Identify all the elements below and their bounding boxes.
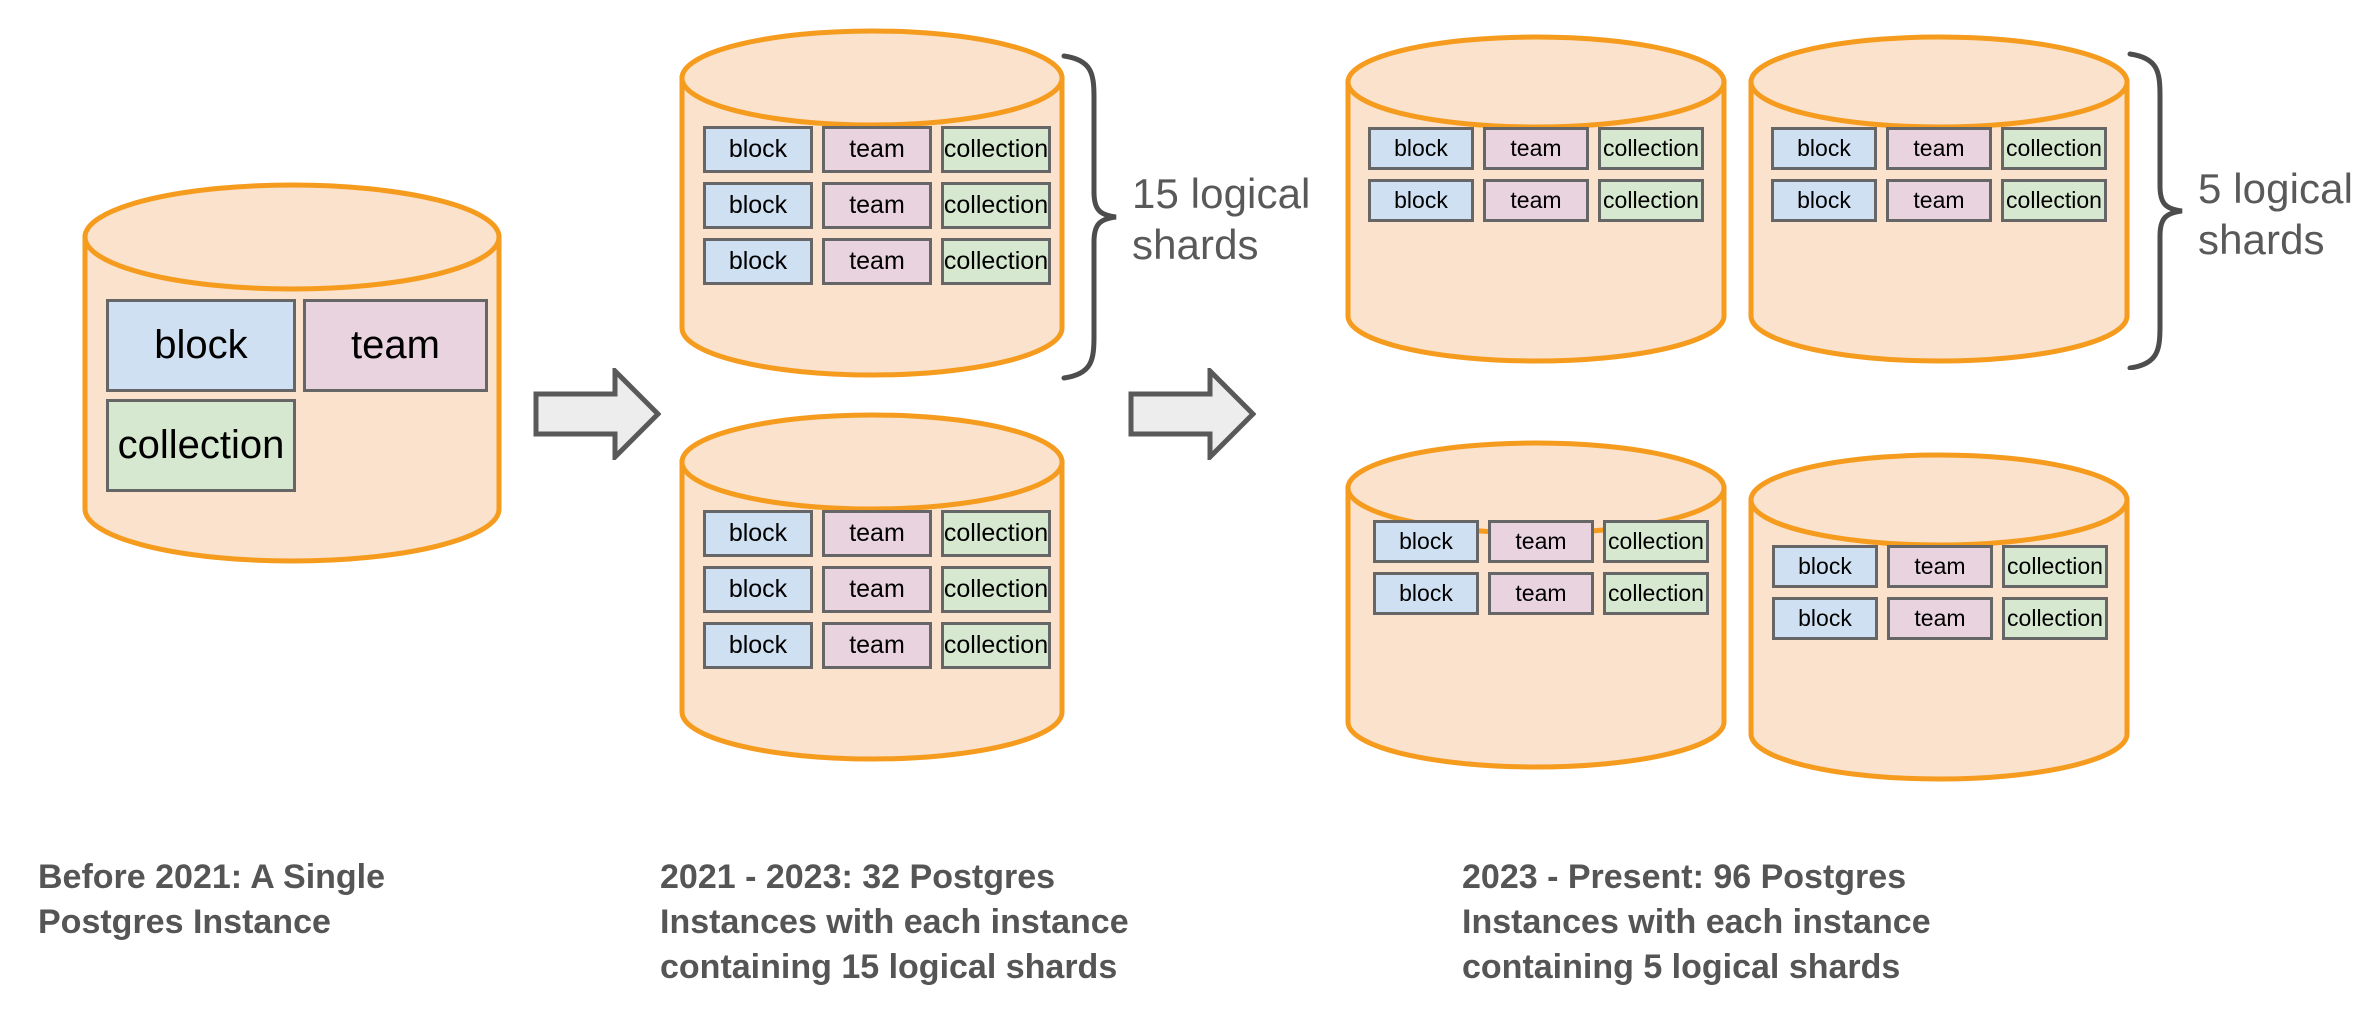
shard-box-block[interactable]: block bbox=[1368, 127, 1474, 170]
shard-grid: block team collection block team collect… bbox=[1373, 520, 1709, 615]
shard-box-team[interactable]: team bbox=[1483, 179, 1589, 222]
shard-box-team[interactable]: team bbox=[822, 238, 932, 285]
shard-box-team[interactable]: team bbox=[1887, 545, 1993, 588]
cylinder-2023-present-c: block team collection block team collect… bbox=[1345, 440, 1727, 770]
shard-box-team[interactable]: team bbox=[1488, 572, 1594, 615]
shard-box-collection[interactable]: collection bbox=[941, 126, 1051, 173]
cylinder-2023-present-a: block team collection block team collect… bbox=[1345, 34, 1727, 364]
shard-box-block[interactable]: block bbox=[1373, 572, 1479, 615]
shard-box-team[interactable]: team bbox=[822, 622, 932, 669]
shard-row: block team collection bbox=[703, 622, 1051, 669]
shard-box-team[interactable]: team bbox=[1886, 179, 1992, 222]
shard-box-collection[interactable]: collection bbox=[1598, 179, 1704, 222]
shard-box-collection[interactable]: collection bbox=[1598, 127, 1704, 170]
shard-box-block[interactable]: block bbox=[703, 238, 813, 285]
curly-brace-icon bbox=[2127, 51, 2183, 371]
shard-box-collection[interactable]: collection bbox=[106, 399, 296, 492]
shard-box-team[interactable]: team bbox=[1483, 127, 1589, 170]
shard-box-team[interactable]: team bbox=[303, 299, 488, 392]
shard-box-collection[interactable]: collection bbox=[941, 182, 1051, 229]
shard-box-collection[interactable]: collection bbox=[1603, 520, 1709, 563]
shard-box-team[interactable]: team bbox=[1887, 597, 1993, 640]
shard-box-block[interactable]: block bbox=[1772, 597, 1878, 640]
caption-2023-present: 2023 - Present: 96 Postgres Instances wi… bbox=[1462, 858, 1931, 987]
brace-15-shards bbox=[1058, 52, 1120, 382]
shard-box-collection[interactable]: collection bbox=[2002, 597, 2108, 640]
shard-box-team[interactable]: team bbox=[822, 510, 932, 557]
shard-box-team[interactable]: team bbox=[822, 566, 932, 613]
curly-brace-icon bbox=[1061, 53, 1117, 381]
shard-row: block team collection bbox=[1771, 127, 2107, 170]
shard-box-collection[interactable]: collection bbox=[2001, 127, 2107, 170]
shard-box-block[interactable]: block bbox=[1771, 127, 1877, 170]
shard-box-block[interactable]: block bbox=[1772, 545, 1878, 588]
shard-grid: block team collection block team collect… bbox=[703, 126, 1051, 285]
shard-grid: block team collection bbox=[106, 299, 488, 492]
shard-row: block team collection bbox=[1368, 127, 1704, 170]
shard-box-block[interactable]: block bbox=[1368, 179, 1474, 222]
shard-box-team[interactable]: team bbox=[1886, 127, 1992, 170]
shard-row: block team collection bbox=[1772, 597, 2108, 640]
shard-row: block team bbox=[106, 299, 488, 392]
shard-row: block team collection bbox=[703, 566, 1051, 613]
brace-label-15-shards: 15 logical shards bbox=[1132, 170, 1311, 269]
shard-box-collection[interactable]: collection bbox=[941, 238, 1051, 285]
shard-box-block[interactable]: block bbox=[106, 299, 296, 392]
shard-box-block[interactable]: block bbox=[1373, 520, 1479, 563]
shard-grid: block team collection block team collect… bbox=[703, 510, 1051, 669]
shard-row: collection bbox=[106, 399, 488, 492]
shard-box-block[interactable]: block bbox=[703, 126, 813, 173]
shard-row: block team collection bbox=[1368, 179, 1704, 222]
shard-row: block team collection bbox=[703, 182, 1051, 229]
shard-row: block team collection bbox=[703, 238, 1051, 285]
shard-box-team[interactable]: team bbox=[822, 126, 932, 173]
shard-box-block[interactable]: block bbox=[703, 622, 813, 669]
shard-box-collection[interactable]: collection bbox=[2001, 179, 2107, 222]
cylinder-2023-present-b: block team collection block team collect… bbox=[1748, 34, 2130, 364]
shard-box-collection[interactable]: collection bbox=[2002, 545, 2108, 588]
cylinder-before-2021: block team collection bbox=[82, 182, 502, 564]
shard-box-block[interactable]: block bbox=[703, 566, 813, 613]
caption-before-2021: Before 2021: A Single Postgres Instance bbox=[38, 858, 386, 942]
cylinder-2021-2023-a: block team collection block team collect… bbox=[679, 28, 1065, 378]
shard-box-block[interactable]: block bbox=[703, 182, 813, 229]
brace-5-shards bbox=[2124, 50, 2186, 371]
brace-label-5-shards: 5 logical shards bbox=[2198, 165, 2353, 264]
arrow-right-icon bbox=[1128, 364, 1257, 464]
caption-2021-2023: 2021 - 2023: 32 Postgres Instances with … bbox=[660, 858, 1129, 987]
shard-grid: block team collection block team collect… bbox=[1771, 127, 2107, 222]
shard-row: block team collection bbox=[1373, 520, 1709, 563]
shard-row: block team collection bbox=[1772, 545, 2108, 588]
shard-box-collection[interactable]: collection bbox=[941, 622, 1051, 669]
shard-row: block team collection bbox=[1373, 572, 1709, 615]
cylinder-2021-2023-b: block team collection block team collect… bbox=[679, 412, 1065, 762]
shard-box-collection[interactable]: collection bbox=[941, 566, 1051, 613]
shard-box-team[interactable]: team bbox=[1488, 520, 1594, 563]
arrow-right-icon bbox=[533, 364, 662, 464]
shard-box-block[interactable]: block bbox=[1771, 179, 1877, 222]
cylinder-2023-present-d: block team collection block team collect… bbox=[1748, 452, 2130, 782]
shard-row: block team collection bbox=[1771, 179, 2107, 222]
transition-arrow-1 bbox=[533, 364, 662, 464]
shard-row: block team collection bbox=[703, 510, 1051, 557]
shard-grid: block team collection block team collect… bbox=[1368, 127, 1704, 222]
shard-box-collection[interactable]: collection bbox=[941, 510, 1051, 557]
shard-box-team[interactable]: team bbox=[822, 182, 932, 229]
transition-arrow-2 bbox=[1128, 364, 1257, 464]
shard-grid: block team collection block team collect… bbox=[1772, 545, 2108, 640]
shard-box-block[interactable]: block bbox=[703, 510, 813, 557]
shard-row: block team collection bbox=[703, 126, 1051, 173]
shard-box-collection[interactable]: collection bbox=[1603, 572, 1709, 615]
